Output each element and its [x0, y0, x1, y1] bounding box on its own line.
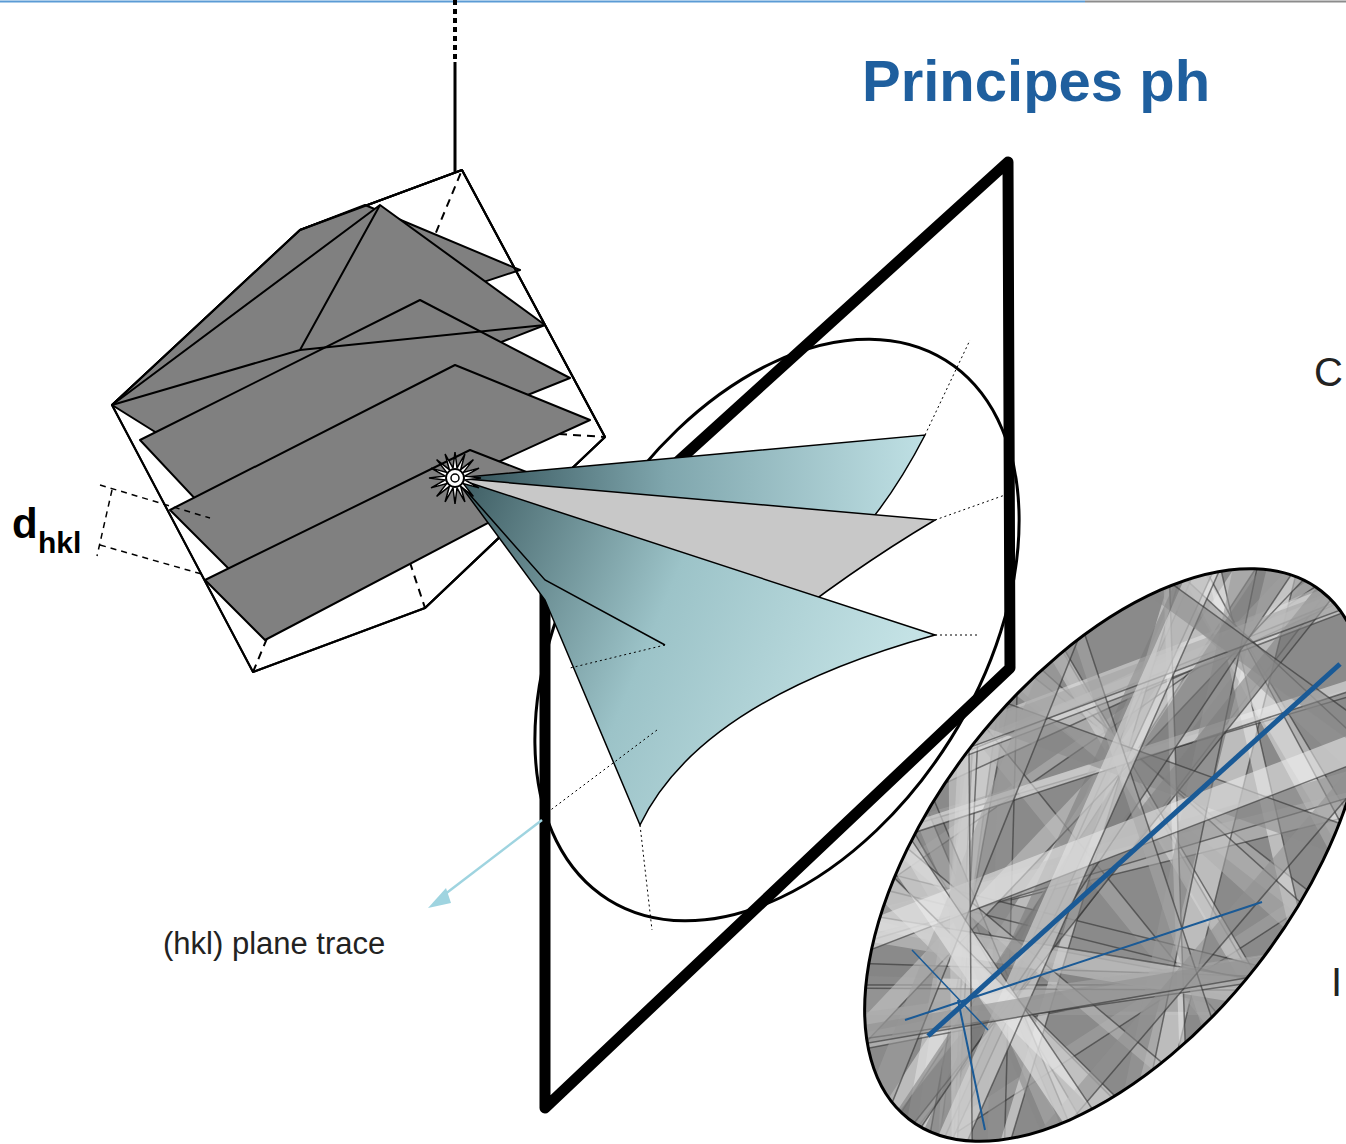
header-rule [0, 1, 1085, 3]
header-rule [1085, 1, 1346, 3]
kikuchi-band [756, 0, 1346, 1144]
clipped-text: C [1314, 352, 1343, 392]
band-edge [741, 0, 1346, 1144]
clipped-text: I [1331, 962, 1342, 1002]
crystal-cube [112, 170, 605, 672]
beam-dotted [453, 0, 457, 62]
dimension-subscript: hkl [38, 528, 81, 558]
callout-label: (hkl) plane trace [163, 928, 385, 959]
band-edge [508, 103, 1346, 1144]
band-edge [769, 0, 1346, 1144]
kikuchi-band [360, 367, 1346, 1144]
band-edge [390, 337, 1346, 963]
impact-star [429, 452, 481, 504]
kikuchi-band [953, 0, 967, 1144]
band-edge [295, 836, 1346, 1141]
ebsd-pattern [86, 0, 1346, 1144]
leader-arrowhead [428, 888, 451, 908]
kikuchi-band [386, 327, 1346, 953]
dhkl-dimension [97, 485, 210, 575]
kikuchi-band [501, 112, 1346, 1144]
kikuchi-band [293, 827, 1346, 1132]
band-edge [511, 244, 1346, 1144]
dimension-symbol: d [12, 503, 38, 545]
kikuchi-band [837, 0, 1346, 1144]
band-edge [291, 864, 1346, 1122]
band-edge [963, 0, 977, 1144]
band-edge [369, 358, 1346, 1144]
leader-arrow [440, 820, 542, 898]
slide-title: Principes ph [862, 52, 1210, 110]
kikuchi-cones [455, 435, 935, 825]
kikuchi-band [498, 253, 1346, 1144]
